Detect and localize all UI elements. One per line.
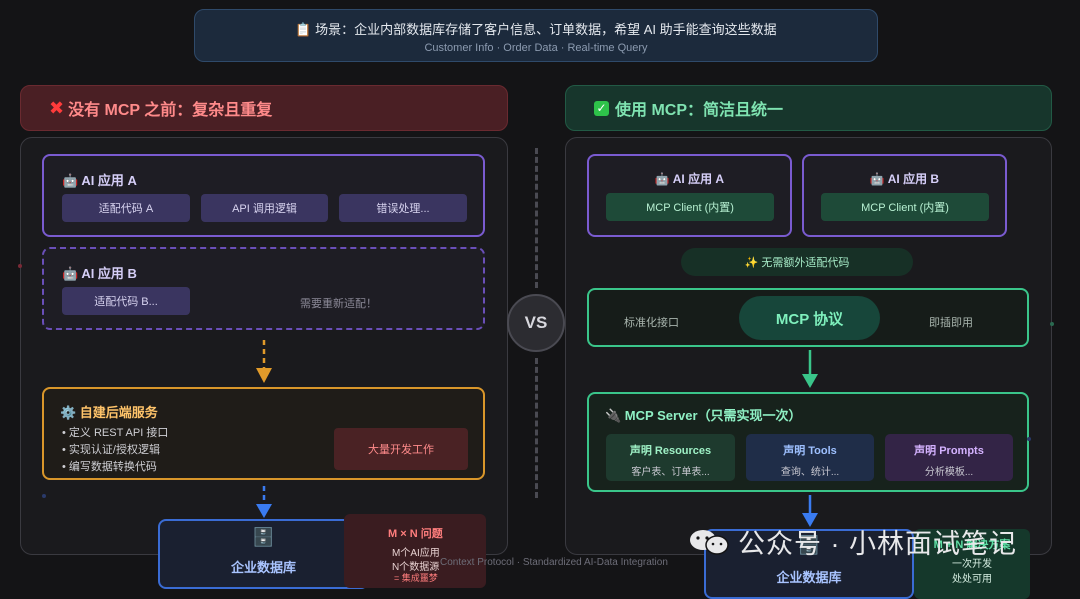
right-app-a-card: 🤖 AI 应用 A MCP Client (内置) — [587, 154, 792, 237]
database-icon: 🗄️ — [797, 535, 821, 555]
right-app-b-card: 🤖 AI 应用 B MCP Client (内置) — [802, 154, 1007, 237]
list-item: • 实现认证/授权逻辑 — [62, 444, 160, 456]
resources-card: 声明 Resources 客户表、订单表... — [606, 434, 735, 481]
adapter-code-b-pill: 适配代码 B... — [62, 287, 190, 315]
left-app-b-card: 🤖 AI 应用 B 适配代码 B... 需要重新适配！ — [42, 247, 485, 330]
list-item: • 定义 REST API 接口 — [62, 427, 169, 439]
mxn-line1: M个AI应用 — [392, 548, 440, 559]
prompts-sub: 分析模板... — [924, 467, 974, 478]
error-handling-pill: 错误处理... — [339, 194, 467, 222]
left-db-title: 企业数据库 — [230, 560, 296, 575]
arrow-down-green — [802, 350, 818, 388]
heavy-work-badge: 大量开发工作 — [334, 428, 468, 470]
backend-title: ⚙️ 自建后端服务 — [60, 405, 158, 420]
api-logic-pill: API 调用逻辑 — [201, 194, 328, 222]
m-plus-n-line1: 一次开发 — [952, 559, 992, 570]
left-header-text: 没有 MCP 之前：复杂且重复 — [68, 102, 273, 119]
m-plus-n-line2: 处处可用 — [952, 574, 992, 585]
tools-sub: 查询、统计... — [780, 467, 840, 478]
arrow-down-blue-right — [802, 495, 818, 527]
left-app-a-card: 🤖 AI 应用 A 适配代码 A API 调用逻辑 错误处理... — [42, 154, 485, 237]
left-header: ✖ 没有 MCP 之前：复杂且重复 — [20, 85, 508, 131]
mcp-protocol-core: MCP 协议 — [739, 296, 880, 340]
tools-card: 声明 Tools 查询、统计... — [746, 434, 874, 481]
mcp-server-title: 🔌 MCP Server（只需实现一次） — [605, 408, 802, 423]
right-header: ✓ 使用 MCP：简洁且统一 — [565, 85, 1052, 131]
mcp-protocol-bar: 标准化接口 MCP 协议 即插即用 — [587, 288, 1029, 347]
right-app-a-title: 🤖 AI 应用 A — [654, 172, 725, 186]
m-plus-n-title: M + N 解决方案 — [933, 539, 1011, 551]
left-app-b-title: 🤖 AI 应用 B — [62, 266, 137, 281]
left-app-a-title: 🤖 AI 应用 A — [62, 173, 137, 188]
arrow-down-blue — [256, 486, 272, 518]
cross-icon: ✖ — [49, 97, 65, 118]
divider-bottom — [535, 358, 538, 498]
mxn-line2: N个数据源 — [392, 562, 440, 573]
decor-dot — [1027, 437, 1031, 441]
mxn-problem-card: M × N 问题 M个AI应用 N个数据源 = 集成噩梦 — [344, 514, 486, 588]
plug-and-play-label: 即插即用 — [929, 317, 973, 329]
prompts-title: 声明 Prompts — [914, 445, 984, 457]
check-icon: ✓ — [594, 100, 609, 116]
right-db-title: 企业数据库 — [776, 570, 842, 585]
list-item: • 编写数据转换代码 — [62, 461, 157, 473]
decor-dot — [42, 494, 46, 498]
mxn-title: M × N 问题 — [388, 528, 443, 540]
tools-title: 声明 Tools — [783, 445, 837, 457]
right-header-text: 使用 MCP：简洁且统一 — [615, 102, 784, 119]
backend-service-card: ⚙️ 自建后端服务 • 定义 REST API 接口 • 实现认证/授权逻辑 •… — [42, 387, 485, 480]
watermark-text: 公众号 · 小林面试笔记 — [738, 529, 1017, 559]
resources-sub: 客户表、订单表... — [631, 467, 710, 478]
right-app-b-title: 🤖 AI 应用 B — [869, 172, 940, 186]
scenario-text: 📋 场景：企业内部数据库存储了客户信息、订单数据，希望 AI 助手能查询这些数据 — [295, 22, 777, 37]
wechat-icon — [690, 530, 729, 555]
mcp-client-a-pill: MCP Client (内置) — [606, 193, 774, 221]
decor-dot — [18, 264, 22, 268]
mxn-line3: = 集成噩梦 — [394, 573, 438, 583]
no-extra-code-pill: ✨ 无需额外适配代码 — [681, 248, 913, 276]
adapter-code-a-pill: 适配代码 A — [62, 194, 190, 222]
prompts-card: 声明 Prompts 分析模板... — [885, 434, 1013, 481]
mcp-server-card: 🔌 MCP Server（只需实现一次） 声明 Resources 客户表、订单… — [587, 392, 1029, 492]
readapt-note: 需要重新适配！ — [300, 298, 377, 310]
mcp-client-b-pill: MCP Client (内置) — [821, 193, 989, 221]
scenario-banner: 📋 场景：企业内部数据库存储了客户信息、订单数据，希望 AI 助手能查询这些数据… — [194, 9, 878, 62]
arrow-down-orange — [256, 340, 272, 383]
decor-dot — [1050, 322, 1054, 326]
backend-list: • 定义 REST API 接口 • 实现认证/授权逻辑 • 编写数据转换代码 — [62, 425, 168, 476]
scenario-subtitle: Customer Info · Order Data · Real-time Q… — [424, 42, 648, 54]
resources-title: 声明 Resources — [629, 445, 712, 457]
standard-interface-label: 标准化接口 — [624, 317, 679, 329]
vs-badge: VS — [507, 294, 565, 352]
divider-top — [535, 148, 538, 288]
footer-text: Context Protocol · Standardized AI-Data … — [440, 557, 668, 568]
database-icon: 🗄️ — [252, 527, 275, 547]
left-database-card: 🗄️ 企业数据库 — [158, 519, 369, 589]
